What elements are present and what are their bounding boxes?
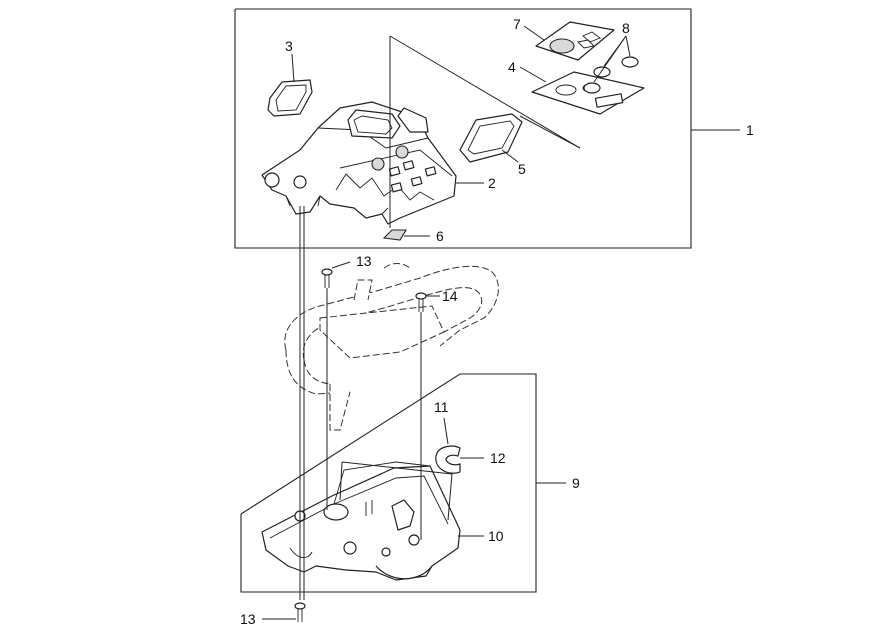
alignment-lines bbox=[299, 35, 581, 600]
callout-5: 5 bbox=[518, 161, 526, 177]
upper-assembly-frame bbox=[234, 8, 692, 249]
callout-7: 7 bbox=[513, 16, 521, 32]
callout-4: 4 bbox=[508, 59, 516, 75]
callout-13-lower: 13 bbox=[240, 611, 256, 627]
callout-3: 3 bbox=[285, 38, 293, 54]
callout-9: 9 bbox=[572, 475, 580, 491]
callout-10: 10 bbox=[488, 528, 504, 544]
callout-2: 2 bbox=[488, 175, 496, 191]
screw-13-lower bbox=[294, 602, 306, 622]
callout-6: 6 bbox=[436, 228, 444, 244]
screw-13-upper bbox=[321, 268, 333, 288]
handle-cover-part bbox=[261, 101, 457, 225]
small-label-part bbox=[382, 229, 407, 241]
rubber-cap-parts bbox=[583, 56, 639, 94]
callout-14: 14 bbox=[442, 288, 458, 304]
callout-8: 8 bbox=[622, 20, 630, 36]
seal-gasket-part bbox=[459, 113, 523, 163]
control-label-sheet bbox=[531, 71, 645, 115]
callout-12: 12 bbox=[490, 450, 506, 466]
switch-label-sheet bbox=[535, 21, 615, 61]
callout-13-upper: 13 bbox=[356, 253, 372, 269]
phantom-handle-frame bbox=[284, 263, 499, 431]
base-cover-part bbox=[261, 461, 461, 581]
leader-lines bbox=[262, 25, 740, 620]
callout-11: 11 bbox=[434, 399, 449, 415]
clip-ring-part bbox=[435, 445, 461, 474]
window-lens-part bbox=[267, 79, 313, 117]
callout-1: 1 bbox=[746, 122, 754, 138]
